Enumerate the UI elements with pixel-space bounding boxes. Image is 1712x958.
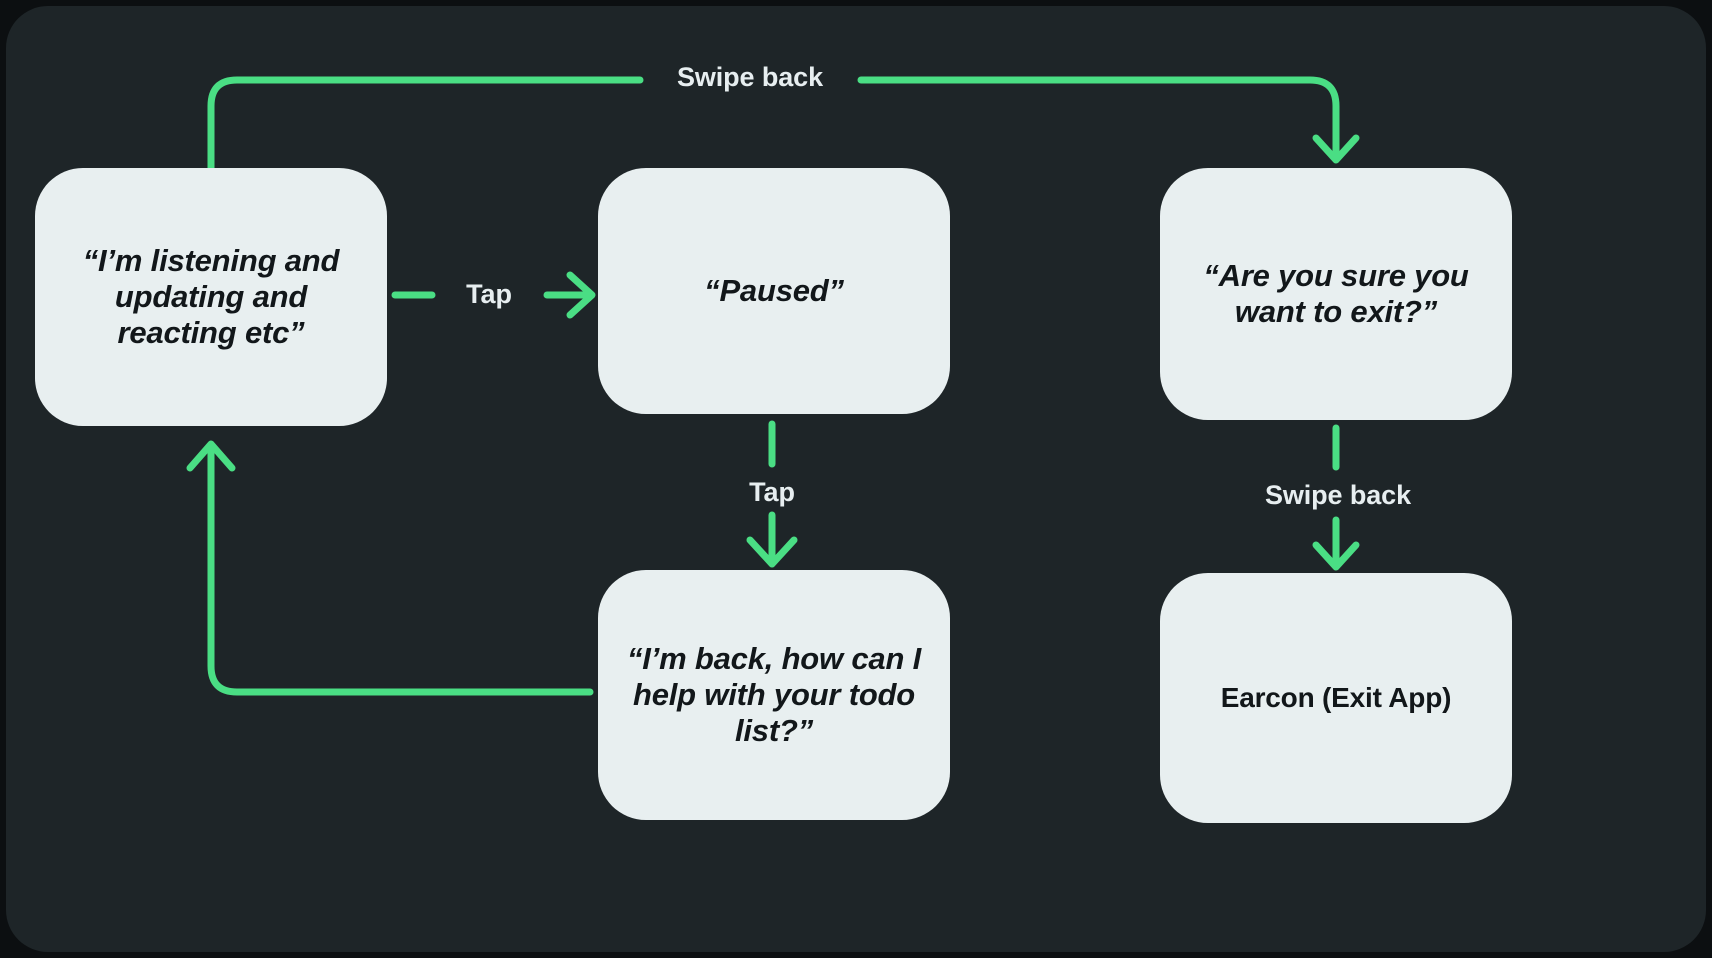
- node-listening-label: “I’m listening and updating and reacting…: [82, 243, 340, 350]
- edge-label-swipe-back-top: Swipe back: [676, 62, 824, 92]
- node-confirm-exit-label: “Are you sure you want to exit?”: [1203, 258, 1469, 329]
- node-earcon[interactable]: Earcon (Exit App): [1160, 573, 1512, 823]
- node-earcon-label: Earcon (Exit App): [1220, 681, 1452, 713]
- edge-label-swipe-back-down: Swipe back: [1264, 480, 1412, 510]
- edge-label-tap-right: Tap: [466, 279, 512, 309]
- node-paused-label: “Paused”: [704, 273, 844, 309]
- edge-label-tap-down: Tap: [749, 477, 795, 507]
- node-back[interactable]: “I’m back, how can I help with your todo…: [598, 570, 950, 820]
- node-confirm-exit[interactable]: “Are you sure you want to exit?”: [1160, 168, 1512, 420]
- node-paused[interactable]: “Paused”: [598, 168, 950, 414]
- node-back-label: “I’m back, how can I help with your todo…: [626, 641, 922, 748]
- node-listening[interactable]: “I’m listening and updating and reacting…: [35, 168, 387, 426]
